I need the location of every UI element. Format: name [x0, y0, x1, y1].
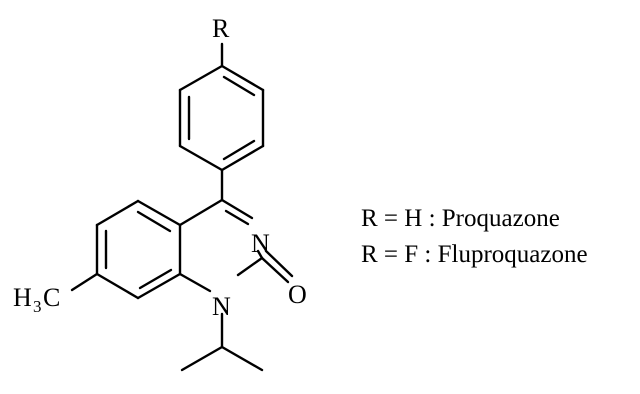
- phenyl-ring: [178, 64, 265, 172]
- quinazolinone-core: [70, 198, 294, 372]
- svg-text:H: H: [13, 283, 32, 312]
- n1-atom-label: N: [212, 292, 231, 321]
- svg-text:3: 3: [33, 297, 42, 316]
- methyl-label: H 3 C: [13, 283, 60, 316]
- methyl-bond: [70, 272, 99, 292]
- legend-line-fluproquazone: R = F : Fluproquazone: [361, 241, 588, 268]
- svg-text:C: C: [43, 283, 60, 312]
- r-group-label: R: [212, 14, 230, 43]
- oxygen-atom-label: O: [288, 280, 307, 309]
- compound-legend: R = H : Proquazone R = F : Fluproquazone: [361, 205, 588, 268]
- n3-atom-label: N: [251, 229, 270, 258]
- legend-line-proquazone: R = H : Proquazone: [361, 205, 560, 232]
